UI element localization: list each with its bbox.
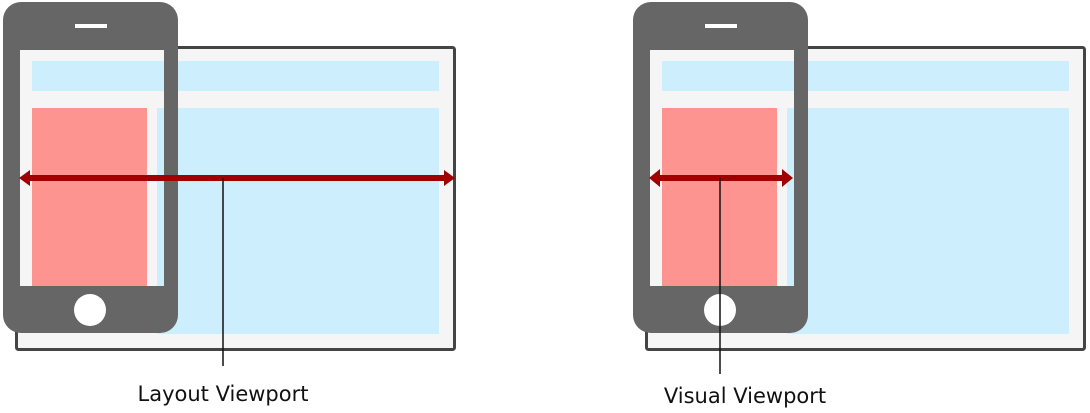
visual-viewport-label: Visual Viewport xyxy=(664,384,826,408)
layout-viewport-label: Layout Viewport xyxy=(138,382,309,406)
visual-viewport-diagram: Visual Viewport xyxy=(633,2,1086,408)
layout-viewport-diagram: Layout Viewport xyxy=(3,2,456,406)
visual-width-arrow xyxy=(649,169,793,187)
layout-width-arrow xyxy=(19,170,455,186)
